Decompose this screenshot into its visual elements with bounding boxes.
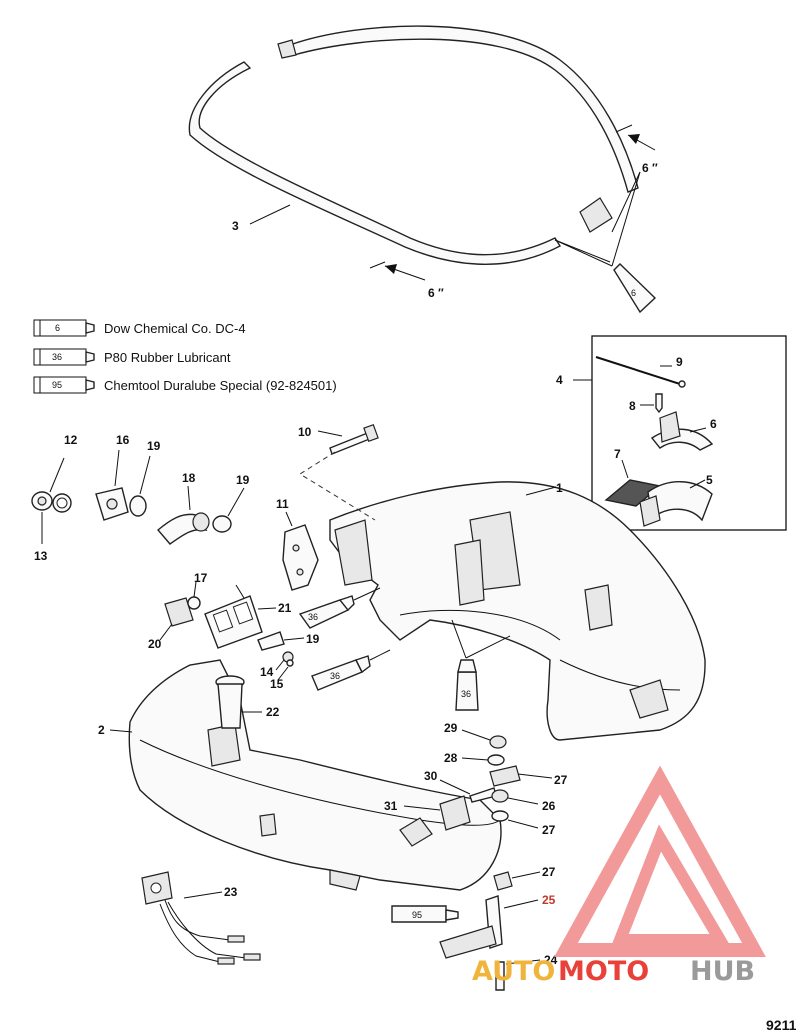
washer-part-28 <box>491 810 539 829</box>
nut-part-27-a <box>491 789 539 805</box>
callout-27b: 27 <box>542 865 556 879</box>
sleeve-part-23 <box>215 675 262 729</box>
seal-part-22 <box>204 584 277 649</box>
callout-27a: 26 <box>542 799 556 813</box>
nut-part-27-b <box>493 871 541 891</box>
watermark-auto: AUTO <box>472 956 555 987</box>
watermark-moto: MOTO <box>558 956 649 987</box>
svg-text:36: 36 <box>52 352 62 362</box>
callout-20: 19 <box>306 632 320 646</box>
callout-9: 9 <box>676 355 683 369</box>
callout-23: 22 <box>266 705 280 719</box>
legend-item-6: 6 Dow Chemical Co. DC-4 <box>33 319 246 337</box>
drawing-number: 9211 <box>766 1017 797 1033</box>
watermark-hub: HUB <box>690 956 755 987</box>
lube-tube-95: 95 <box>391 905 459 923</box>
callout-3: 3 <box>232 219 239 233</box>
bolt-part-10 <box>299 423 379 521</box>
arrow-left-icon <box>385 264 397 274</box>
bracket-part-11 <box>282 511 319 591</box>
watermark-logo: AUTO MOTO HUB <box>472 765 766 987</box>
clamp-part-19-b <box>212 487 245 533</box>
clip-part-33 <box>403 795 471 831</box>
hose-part-18 <box>157 485 210 545</box>
svg-text:95: 95 <box>412 910 422 920</box>
nut-part-14-15 <box>275 651 294 681</box>
callout-29: 27 <box>554 773 568 787</box>
callout-28: 27 <box>542 823 556 837</box>
bracket-part-29 <box>489 765 553 787</box>
grommet-part-12-13 <box>31 457 72 544</box>
callout-21: 20 <box>148 637 162 651</box>
callout-31: 29 <box>444 721 458 735</box>
callout-18: 18 <box>182 471 196 485</box>
callout-2: 2 <box>98 723 105 737</box>
callout-17: 17 <box>194 571 208 585</box>
clamp-part-19-a <box>129 455 151 517</box>
svg-text:Chemtool Duralube Special (92-: Chemtool Duralube Special (92-824501) <box>104 378 337 393</box>
svg-text:95: 95 <box>52 380 62 390</box>
inset-box <box>573 335 787 531</box>
callout-7: 7 <box>614 447 621 461</box>
callout-24: 23 <box>224 885 238 899</box>
callout-32: 30 <box>424 769 438 783</box>
callout-25: 24 <box>544 953 558 967</box>
callout-6: 6 <box>710 417 717 431</box>
callout-26: 25 <box>542 893 556 907</box>
lube-tube-36-b: 36 <box>311 649 391 691</box>
watermark-triangle-icon <box>554 765 766 957</box>
svg-text:Dow Chemical Co. DC-4: Dow Chemical Co. DC-4 <box>104 321 246 336</box>
callout-13: 13 <box>34 549 48 563</box>
callout-15: 15 <box>270 677 284 691</box>
arrow-right-icon <box>628 134 640 144</box>
callout-11: 11 <box>276 497 289 511</box>
lower-cowl-part-2 <box>109 659 502 891</box>
legend-item-36: 36 P80 Rubber Lubricant <box>33 348 231 366</box>
svg-text:36: 36 <box>330 671 340 681</box>
callout-8: 8 <box>629 399 636 413</box>
lubricant-legend: 6 Dow Chemical Co. DC-4 36 P80 Rubber Lu… <box>33 319 337 394</box>
fitting-part-20 <box>257 631 305 651</box>
svg-text:36: 36 <box>461 689 471 699</box>
lube-tube-36-a: 36 <box>298 587 381 629</box>
svg-text:6: 6 <box>55 323 60 333</box>
plug-part-17-21 <box>159 581 201 641</box>
seal-dimension-arrows <box>384 134 656 281</box>
dim-seal-right: 6 ″ <box>642 161 658 175</box>
linkage-part-26 <box>439 895 539 959</box>
screw-part-25 <box>495 959 541 991</box>
callout-16: 16 <box>116 433 130 447</box>
callout-30: 28 <box>444 751 458 765</box>
svg-text:36: 36 <box>308 612 318 622</box>
legend-item-95: 95 Chemtool Duralube Special (92-824501) <box>33 376 337 394</box>
svg-text:P80 Rubber Lubricant: P80 Rubber Lubricant <box>104 350 231 365</box>
callout-19b: 19 <box>236 473 250 487</box>
callout-22: 21 <box>278 601 292 615</box>
callout-10: 10 <box>298 425 312 439</box>
harness-part-24 <box>141 871 261 965</box>
fitting-part-16 <box>95 449 129 521</box>
lube-tube-36-c: 36 <box>451 619 511 711</box>
callout-4: 4 <box>556 373 563 387</box>
washer-part-30 <box>461 754 505 766</box>
callout-19a: 19 <box>147 439 161 453</box>
callout-14: 14 <box>260 665 274 679</box>
callout-33: 31 <box>384 799 398 813</box>
upper-cowl-part-1 <box>329 481 706 741</box>
dim-seal-left: 6 ″ <box>428 286 444 300</box>
svg-text:6: 6 <box>631 288 636 298</box>
nut-part-31 <box>461 729 507 749</box>
callout-1: 1 <box>556 481 563 495</box>
seal-lubricant-tube: 6 <box>554 171 657 314</box>
callout-5: 5 <box>706 473 713 487</box>
cowl-seal-part-3 <box>188 25 641 269</box>
callout-12: 12 <box>64 433 78 447</box>
